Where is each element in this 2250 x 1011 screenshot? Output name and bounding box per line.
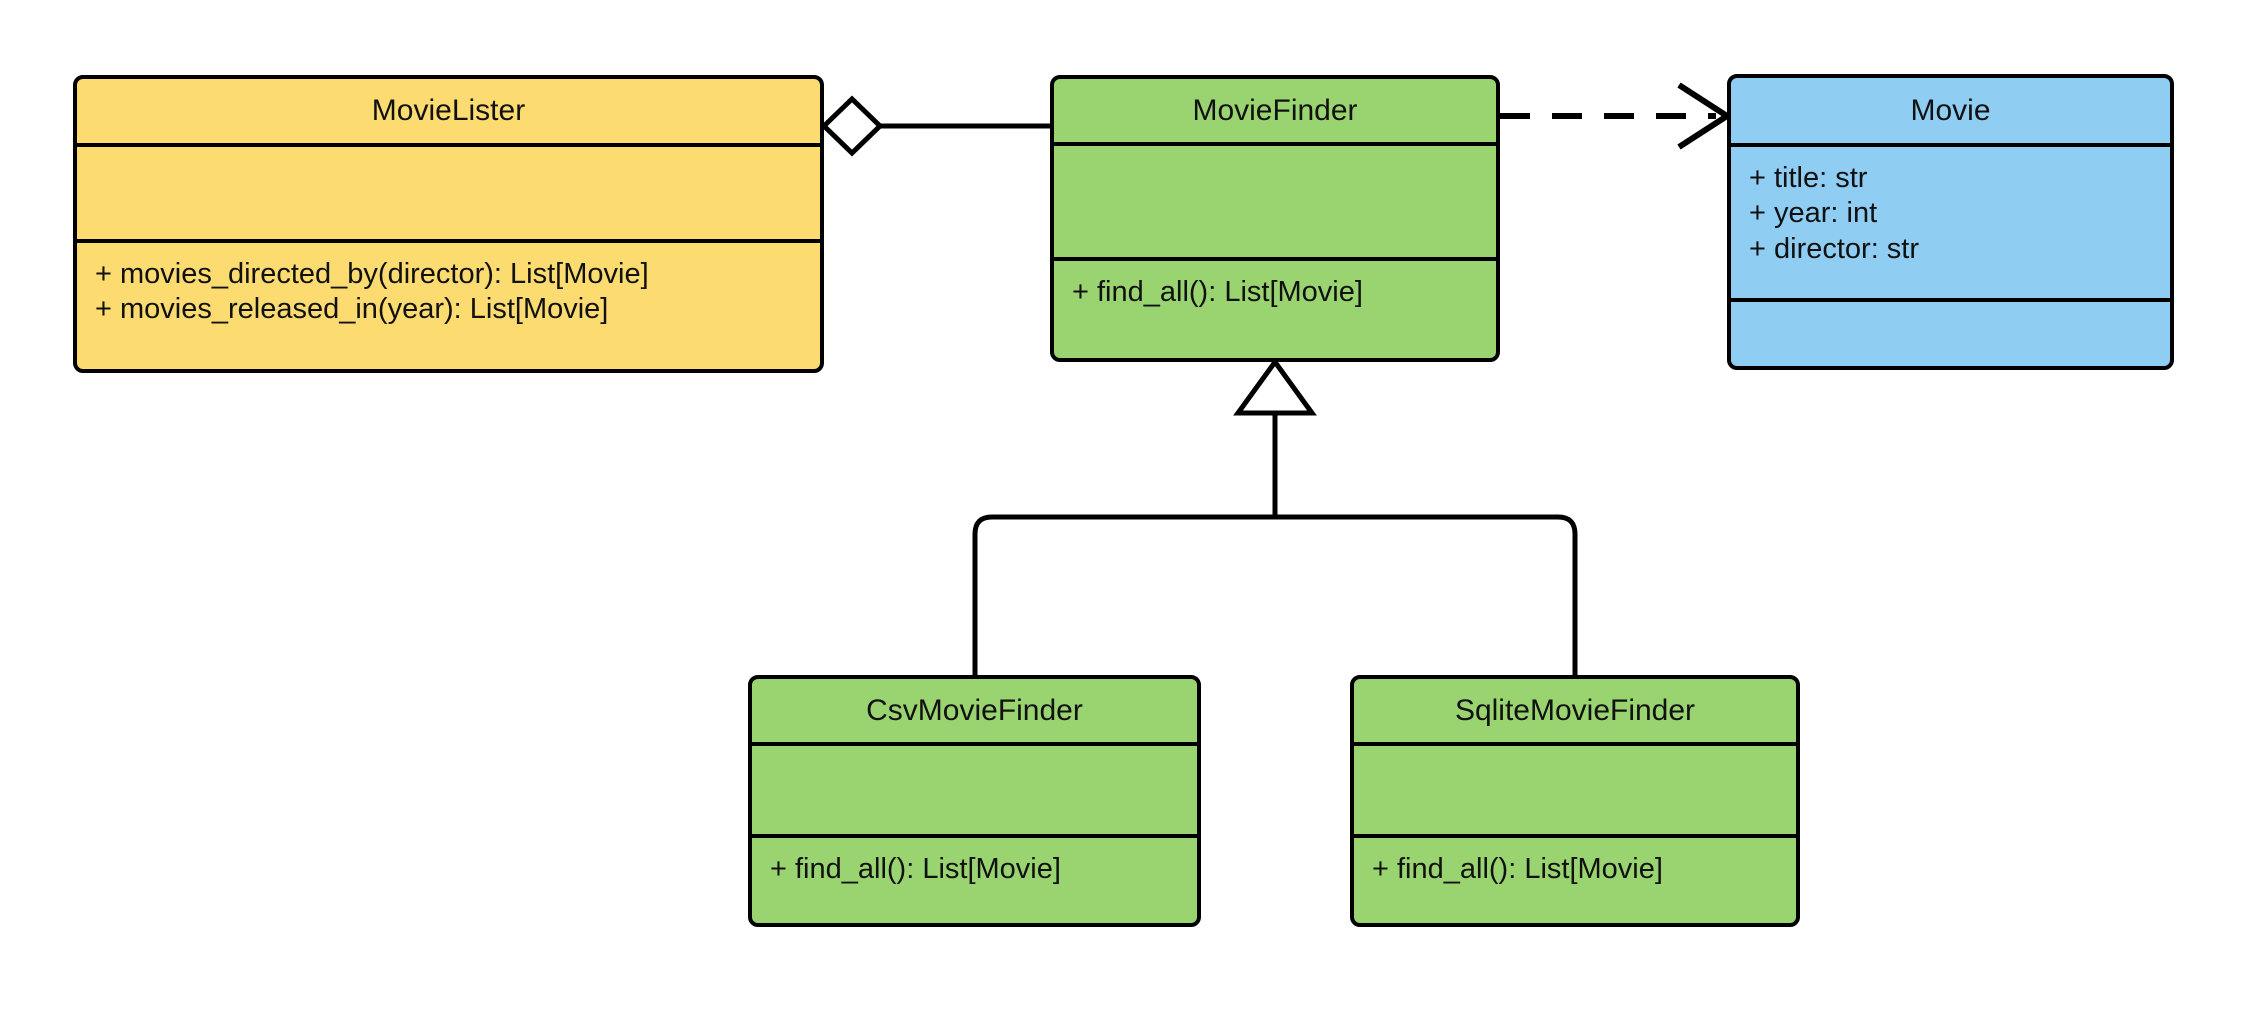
- class-name-moviefinder: MovieFinder: [1192, 93, 1358, 127]
- methods-compartment-csvmoviefinder: + find_all(): List[Movie]: [752, 834, 1197, 923]
- attributes-compartment-movie: + title: str + year: int + director: str: [1731, 143, 2170, 298]
- attribute-item: + year: int: [1749, 197, 1878, 230]
- class-name-csvmoviefinder: CsvMovieFinder: [866, 693, 1083, 727]
- generalization-branch-csvmoviefinder: [972, 514, 1275, 675]
- class-box-csvmoviefinder[interactable]: CsvMovieFinder + find_all(): List[Movie]: [748, 675, 1201, 927]
- edge-dependency-moviefinder-movie[interactable]: [1500, 82, 1733, 150]
- methods-compartment-movie: [1731, 298, 2170, 366]
- methods-compartment-moviefinder: + find_all(): List[Movie]: [1054, 257, 1496, 358]
- class-name-sqlitemoviefinder: SqliteMovieFinder: [1454, 693, 1696, 727]
- methods-compartment-sqlitemoviefinder: + find_all(): List[Movie]: [1354, 834, 1796, 923]
- method-item: + find_all(): List[Movie]: [1072, 276, 1363, 308]
- methods-compartment-movielister: + movies_directed_by(director): List[Mov…: [77, 239, 820, 369]
- attribute-item: + title: str: [1749, 162, 1868, 194]
- method-item: + find_all(): List[Movie]: [770, 853, 1061, 885]
- attributes-compartment-moviefinder: [1054, 142, 1496, 257]
- attribute-item: + director: str: [1749, 232, 1920, 265]
- hollow-triangle-icon: [1233, 357, 1317, 416]
- open-arrow-icon: [1677, 82, 1733, 150]
- edge-aggregation-movielister-moviefinder[interactable]: [820, 95, 1050, 157]
- class-box-movie[interactable]: Movie + title: str + year: int + directo…: [1727, 74, 2174, 370]
- class-name-movielister: MovieLister: [371, 94, 526, 127]
- method-item: + find_all(): List[Movie]: [1372, 853, 1663, 885]
- method-item: + movies_directed_by(director): List[Mov…: [95, 258, 649, 290]
- edge-generalization-tree[interactable]: [972, 357, 1578, 675]
- attributes-compartment-movielister: [77, 143, 820, 239]
- class-box-movielister[interactable]: MovieLister + movies_directed_by(directo…: [73, 75, 824, 373]
- hollow-diamond-icon: [820, 95, 884, 157]
- class-name-movie: Movie: [1910, 93, 1991, 127]
- class-box-sqlitemoviefinder[interactable]: SqliteMovieFinder + find_all(): List[Mov…: [1350, 675, 1800, 927]
- class-box-moviefinder[interactable]: MovieFinder + find_all(): List[Movie]: [1050, 75, 1500, 362]
- attributes-compartment-csvmoviefinder: [752, 742, 1197, 834]
- attributes-compartment-sqlitemoviefinder: [1354, 742, 1796, 834]
- generalization-branch-sqlitemoviefinder: [1275, 514, 1578, 675]
- method-item: + movies_released_in(year): List[Movie]: [95, 293, 609, 326]
